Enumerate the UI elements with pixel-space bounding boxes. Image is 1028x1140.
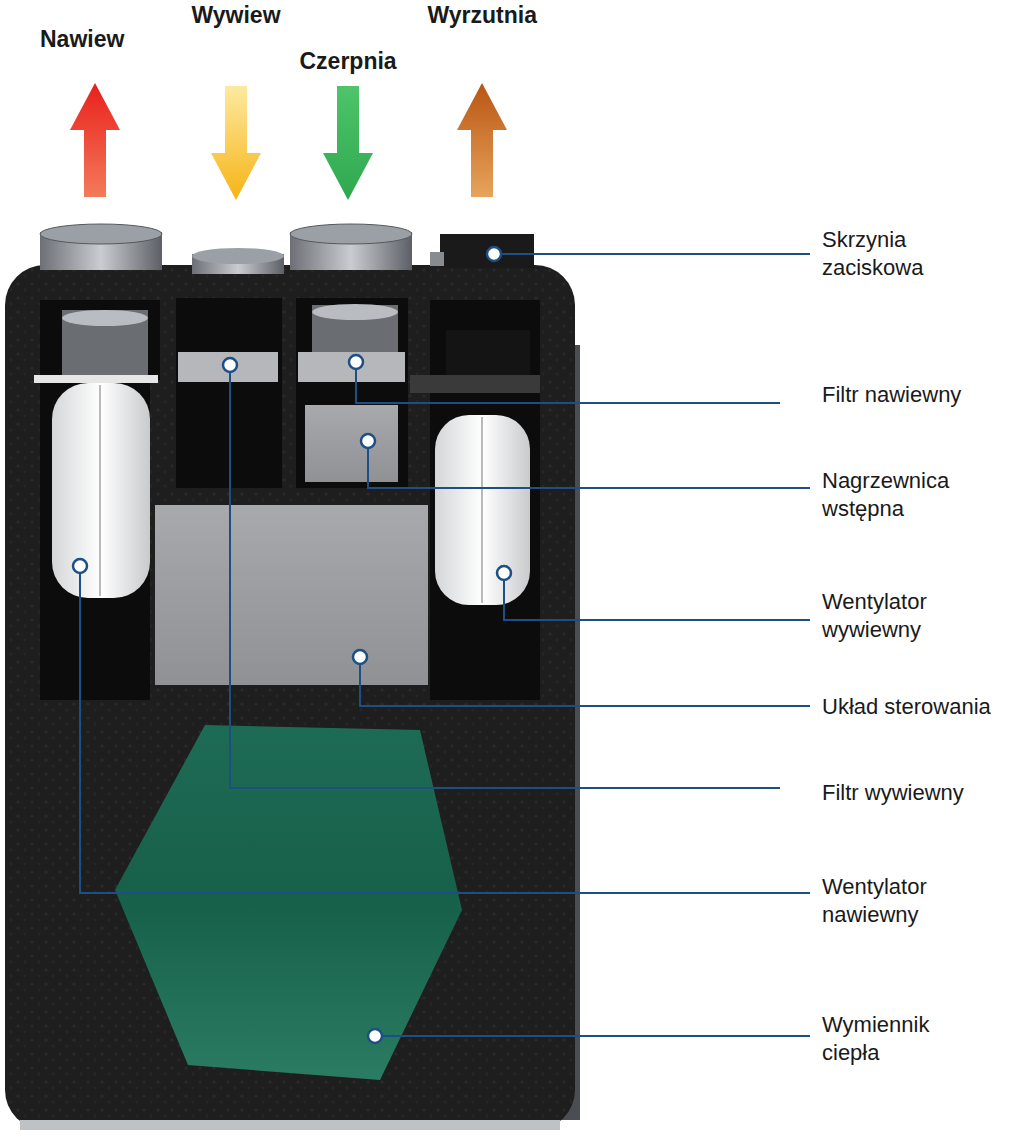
leader-line (368, 441, 810, 488)
supply-fan (52, 383, 150, 598)
part-label: Skrzynia zaciskowa (822, 226, 962, 282)
leader-line (375, 1035, 810, 1037)
exhaust-arrow (457, 83, 507, 197)
part-label: Wymiennik ciepła (822, 1011, 962, 1067)
leader-dots (73, 247, 511, 1043)
part-label: Wentylator nawiewny (822, 873, 962, 929)
part-label: Filtr wywiewny (822, 779, 964, 807)
extract-fan (435, 415, 530, 605)
extract-filter (178, 352, 278, 382)
exhaust-cavity (430, 300, 540, 700)
leader-dot (349, 355, 363, 369)
supply-arrow (70, 83, 120, 197)
leader-line (356, 362, 780, 403)
supply-fan-seam (99, 385, 101, 596)
supply-spigot-rim (40, 224, 162, 244)
heat-exchanger (115, 725, 462, 1080)
base-plate (20, 1120, 560, 1130)
leader-dot (361, 434, 375, 448)
control-unit (155, 505, 428, 685)
part-label: Wentylator wywiewny (822, 588, 962, 644)
terminal-gland (430, 252, 444, 266)
leader-line (494, 253, 810, 255)
part-label: Nagrzewnica wstępna (822, 467, 962, 523)
leader-dot (223, 358, 237, 372)
intake-spigot-rim (290, 224, 412, 244)
leader-lines (80, 254, 810, 1036)
leader-dot (353, 650, 367, 664)
supply-filter (298, 352, 405, 382)
intake-duct (312, 305, 398, 355)
part-label: Filtr nawiewny (822, 381, 961, 409)
terminal-box (440, 234, 534, 268)
port-label: Wyrzutnia (428, 2, 537, 29)
leader-line (230, 365, 780, 788)
intake-arrow (323, 86, 373, 200)
leader-line (80, 566, 810, 893)
port-label: Czerpnia (300, 48, 397, 75)
preheater (305, 405, 398, 482)
leader-dot (497, 566, 511, 580)
exhaust-duct (446, 330, 530, 376)
housing (5, 265, 575, 1130)
extract-spigot-rim (192, 248, 284, 264)
port-label: Wywiew (192, 2, 281, 29)
supply-duct (62, 310, 148, 380)
intake-duct-rim (312, 304, 398, 320)
leader-dot (487, 247, 501, 261)
fan-bracket (34, 375, 158, 383)
port-label: Nawiew (40, 26, 124, 53)
leader-line (360, 657, 810, 706)
extract-fan-seam (481, 417, 483, 603)
intake-cavity (296, 298, 408, 488)
supply-cavity (40, 300, 160, 700)
extract-arrow (211, 86, 261, 200)
supply-duct-rim (62, 310, 148, 326)
filter-bracket (410, 375, 540, 393)
leader-dot (368, 1029, 382, 1043)
part-label: Układ sterowania (822, 693, 991, 721)
leader-line (504, 573, 810, 620)
leader-dot (73, 559, 87, 573)
